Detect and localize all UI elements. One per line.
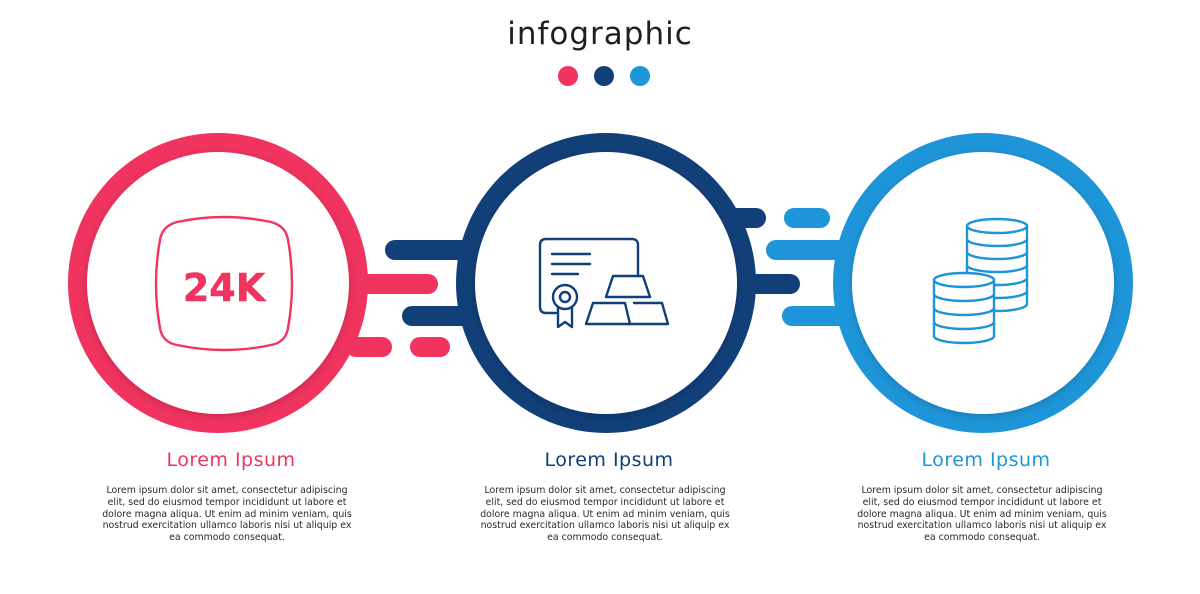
step-1-heading: Lorem Ipsum: [166, 449, 296, 471]
page-title: infographic: [507, 16, 693, 52]
coin-top: [965, 217, 1029, 235]
coin-top: [932, 271, 996, 289]
pink-pill-1: [350, 274, 438, 294]
pink-pill-3: [410, 337, 450, 357]
blue-dot: [630, 66, 650, 86]
step-3-heading: Lorem Ipsum: [921, 449, 1051, 471]
step-3-text: Lorem ipsum dolor sit amet, consectetur …: [857, 485, 1107, 544]
pink-connectors: [346, 274, 450, 357]
step-circle-2: [456, 133, 756, 433]
navy-dot: [594, 66, 614, 86]
step-2-heading: Lorem Ipsum: [544, 449, 674, 471]
step-1-text: Lorem ipsum dolor sit amet, consectetur …: [102, 485, 352, 544]
certificate-gold-bars-icon: [538, 237, 670, 329]
step-2-text: Lorem ipsum dolor sit amet, consectetur …: [480, 485, 730, 544]
24k-gold-badge-icon: 24K: [154, 215, 294, 352]
pink-pill-2: [346, 337, 392, 357]
step-circle-1: [68, 133, 368, 433]
blue-pill-1: [784, 208, 830, 228]
24k-label: 24K: [183, 266, 267, 310]
pink-dot: [558, 66, 578, 86]
coin-stacks-icon: [932, 217, 1029, 345]
